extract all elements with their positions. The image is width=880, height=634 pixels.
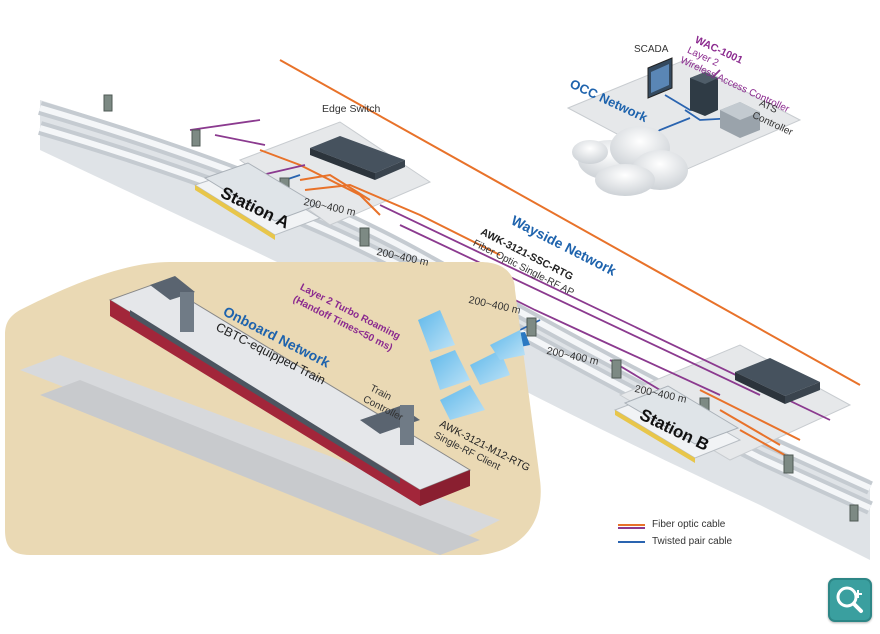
edge-switch-b-icon xyxy=(735,358,820,404)
edge-switch-label: Edge Switch xyxy=(322,103,381,115)
wac-controller-icon xyxy=(690,72,718,116)
onboard-train xyxy=(20,276,500,555)
zoom-in-icon xyxy=(836,586,863,613)
edge-switch-a-icon xyxy=(310,136,405,180)
legend-fiber-label: Fiber optic cable xyxy=(652,519,726,530)
fiber-optic-cables xyxy=(259,59,861,459)
station-a-platform xyxy=(193,162,322,240)
cloud-icon xyxy=(572,126,688,196)
scada-label: SCADA xyxy=(634,44,669,55)
ats-controller-icon xyxy=(720,102,760,138)
zoom-in-button[interactable] xyxy=(828,578,872,622)
station-b-platform xyxy=(613,385,742,463)
legend-twisted-label: Twisted pair cable xyxy=(652,536,733,547)
wireless-beams xyxy=(418,310,525,420)
legend-lines xyxy=(618,524,645,543)
scada-monitor-icon xyxy=(647,57,673,99)
